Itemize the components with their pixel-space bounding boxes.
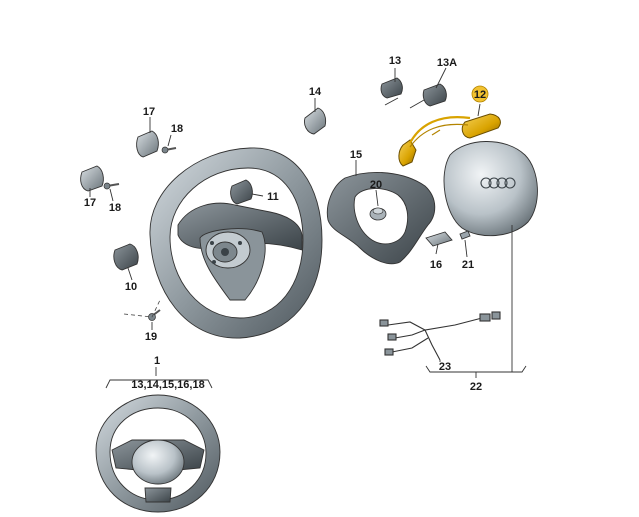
part-13a-stem [409, 99, 425, 109]
label-21: 21 [462, 259, 474, 271]
part-11 [230, 179, 253, 205]
label-13: 13 [389, 55, 401, 67]
part-19-screw [148, 309, 161, 321]
label-18-upper: 18 [171, 123, 183, 135]
label-11: 11 [267, 191, 279, 203]
leader-lines [89, 67, 481, 376]
part-13 [380, 77, 403, 99]
part-15-trim [326, 172, 436, 265]
part-16 [425, 231, 453, 247]
label-10: 10 [125, 281, 137, 293]
label-17-lower: 17 [84, 197, 96, 209]
part-13a [422, 83, 447, 107]
label-23: 23 [439, 361, 451, 373]
label-12: 12 [474, 89, 486, 101]
part-23-wiring-harness [379, 311, 501, 361]
label-12-badge: 12 [471, 85, 489, 103]
part-21 [459, 230, 471, 240]
part-18-lower [103, 182, 120, 190]
label-15: 15 [350, 149, 362, 161]
label-20: 20 [370, 179, 382, 191]
bracket-1 [105, 379, 213, 389]
label-18-lower: 18 [109, 202, 121, 214]
part-13-stem [384, 97, 399, 106]
label-17-upper: 17 [143, 106, 155, 118]
part-20-bolt [369, 207, 387, 221]
part-17-lower [80, 165, 104, 192]
airbag-module [443, 141, 538, 237]
reference-steering-wheel [95, 394, 221, 513]
label-1: 1 [154, 355, 160, 367]
label-1-sub: 13,14,15,16,18 [131, 379, 204, 391]
label-16: 16 [430, 259, 442, 271]
label-19: 19 [145, 331, 157, 343]
part-10 [113, 243, 139, 271]
part-17-upper [136, 130, 159, 158]
label-22: 22 [470, 381, 482, 393]
part-14 [304, 107, 327, 135]
part-19-dash-line [123, 299, 161, 318]
label-14: 14 [309, 86, 322, 98]
audi-rings-logo [480, 177, 516, 189]
part-18-upper [161, 146, 177, 154]
steering-wheel-main [149, 147, 323, 339]
label-13a: 13A [437, 57, 457, 69]
part-12-shift-paddles [398, 113, 501, 167]
